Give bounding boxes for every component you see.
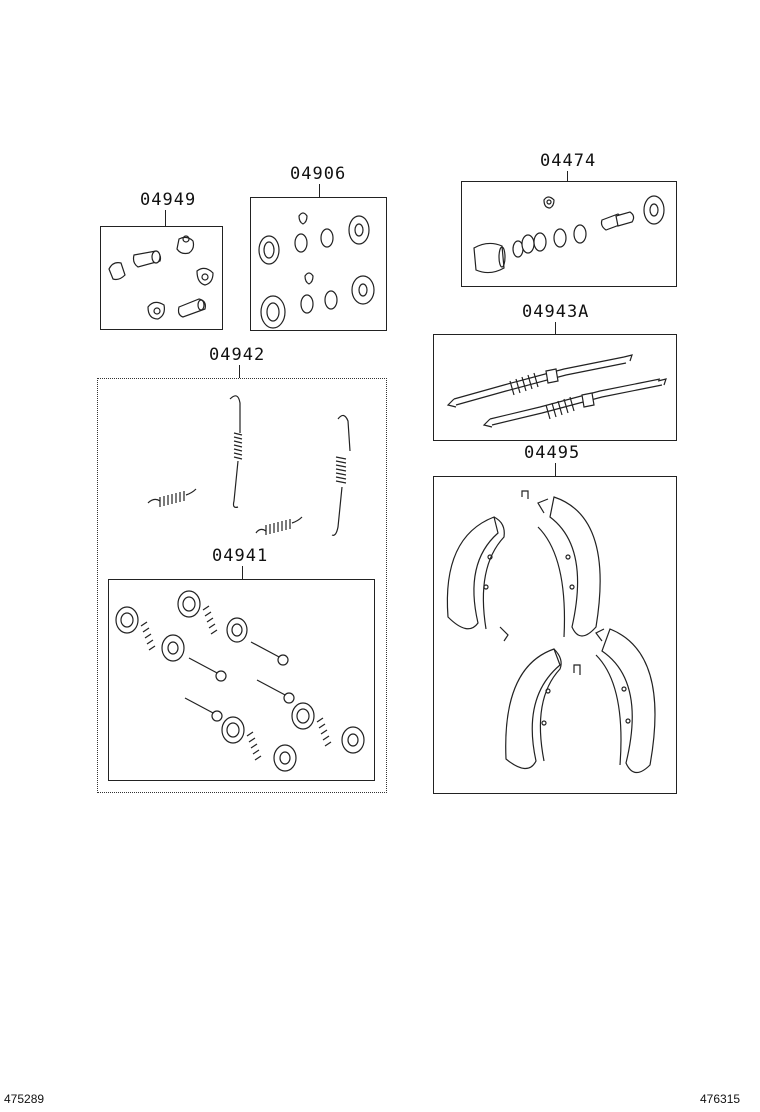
footer-left-id: 475289 [4,1092,45,1106]
bleeder-cap-part [132,250,162,268]
piston-assembly [512,195,665,258]
return-spring-long-left [229,395,243,508]
brake-shoe-lower-right [595,628,656,774]
adjuster-lower [482,378,667,428]
bleeder-screw [543,196,555,209]
hold-down-set-upper-right [177,590,248,643]
kit-04906-leader [319,184,320,198]
kit-04906-label: 04906 [290,164,347,184]
cylinder-piston-top-row [258,212,370,265]
kit-04941-leader [242,566,243,579]
kit-04949-leader [165,210,166,227]
cylinder-piston-bottom-row [260,272,375,329]
dust-cap-part [147,301,165,320]
brake-shoe-lower-left [505,648,581,770]
kit-04495-brake-shoes-drawing [446,490,656,774]
kit-04495-leader [555,463,556,477]
kit-04474-box[interactable] [461,181,677,287]
kit-04942-springs-drawing [147,395,351,536]
adjuster-upper [446,354,633,408]
wheel-cylinder-boot [473,242,506,274]
kit-04949-label: 04949 [140,190,197,210]
kit-04943a-label: 04943A [522,302,590,322]
seal-part [177,298,206,318]
hold-down-set-upper-left [115,606,185,662]
kit-04906-box[interactable] [250,197,387,331]
hold-down-set-lower-right [291,702,365,754]
kit-04942-box[interactable] [97,378,387,793]
hold-down-pins [184,641,295,722]
kit-04949-box[interactable] [100,226,223,330]
kit-04943a-box[interactable] [433,334,677,441]
kit-04943a-leader [555,322,556,335]
kit-04942-leader [239,365,240,378]
brake-shoe-upper-right [521,490,601,638]
kit-04495-box[interactable] [433,476,677,794]
adjusting-spring-center [255,516,303,535]
kit-04941-label: 04941 [212,546,269,566]
kit-04949-parts-drawing [108,235,214,320]
adjusting-spring-left [147,488,197,507]
boot-part [176,235,195,255]
brake-shoe-upper-left [446,516,509,642]
cup-part [108,262,126,281]
kit-04495-label: 04495 [524,443,581,463]
kit-04474-leader [567,171,568,182]
footer-right-id: 476315 [700,1092,741,1106]
kit-04474-label: 04474 [540,151,597,171]
hold-down-set-lower-left [221,716,297,772]
piston-cup-part [196,267,214,286]
kit-04906-parts-drawing [258,212,375,329]
kit-04942-label: 04942 [209,345,266,365]
kit-04943a-parts-drawing [446,354,667,428]
return-spring-long-right [331,414,351,536]
kit-04474-parts-drawing [473,195,665,274]
kit-04941-box[interactable] [108,579,375,781]
kit-04941-parts-drawing [115,590,365,772]
